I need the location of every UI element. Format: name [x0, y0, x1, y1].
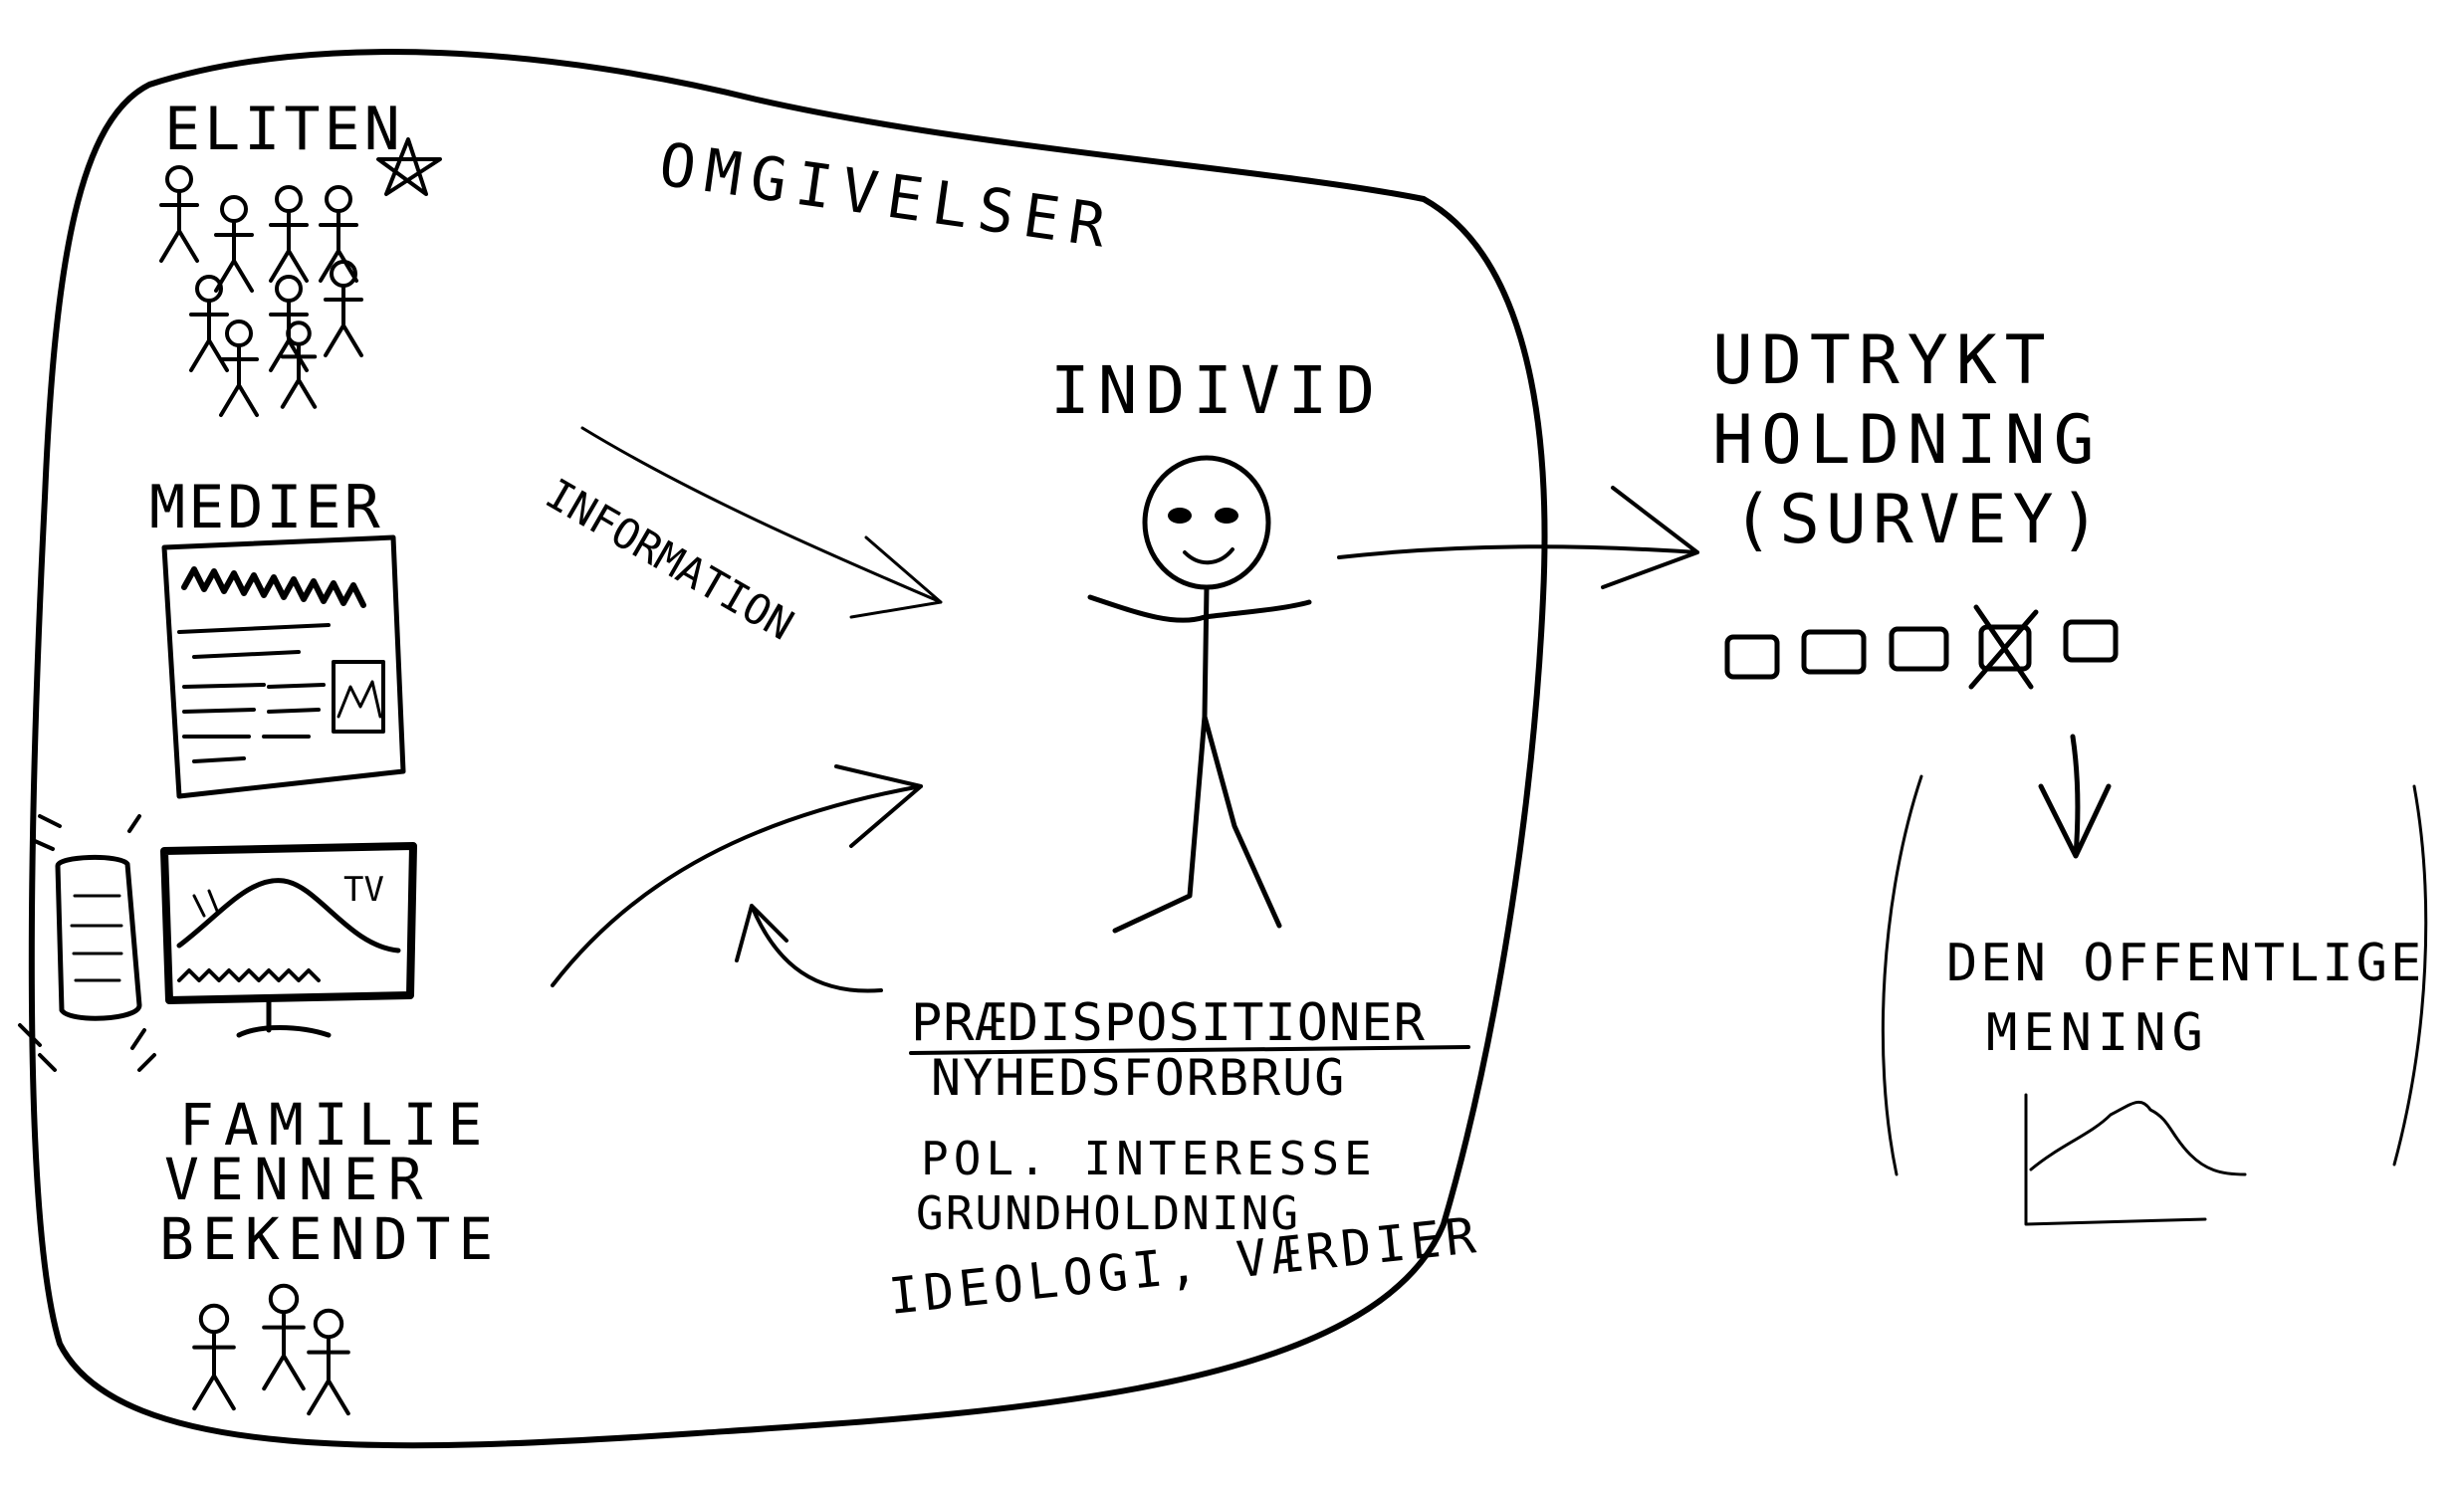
predispositions-title: PRÆDISPOSITIONER	[911, 993, 1426, 1053]
public-opinion-bracket-right	[2392, 784, 2428, 1167]
output-arrow	[1337, 486, 1699, 589]
surroundings-boundary	[28, 49, 1548, 1449]
expressed-attitude-line2: HOLDNING	[1712, 401, 2103, 480]
survey-scale	[1724, 604, 2119, 690]
crossed-checkbox-icon	[1968, 604, 2039, 690]
checkbox-icon	[2063, 619, 2119, 663]
information-label: INFORMATION	[538, 469, 801, 650]
stick-figure-icon	[324, 260, 363, 357]
media-label: MEDIER	[149, 473, 383, 542]
stick-figure-icon	[280, 320, 318, 409]
information-arrow-bottom	[551, 764, 923, 987]
stick-figure-icon	[192, 1303, 236, 1411]
star-icon	[376, 137, 442, 196]
public-opinion-line2: MENING	[1986, 1003, 2209, 1063]
checkbox-icon	[1801, 629, 1867, 675]
acquaintances-label: BEKENDTE	[159, 1205, 501, 1273]
stick-figure-icon	[319, 185, 358, 283]
feedback-arrow	[735, 904, 883, 993]
mountain-chart-icon	[2024, 1093, 2247, 1226]
family-crowd	[192, 1283, 350, 1416]
predispositions-underline	[909, 1045, 1470, 1055]
stick-figure-icon	[262, 1283, 306, 1391]
stick-figure-icon	[159, 165, 199, 263]
predisposition-basic-attitude: GRUNDHOLDNING	[916, 1186, 1300, 1240]
public-opinion-bracket-left	[1881, 774, 1923, 1176]
predisposition-interest: POL. INTERESSE	[921, 1132, 1377, 1185]
expressed-attitude-line1: UDTRYKT	[1712, 321, 2054, 400]
stick-figure-icon	[214, 195, 254, 293]
down-arrow	[2038, 734, 2112, 859]
predisposition-news: NYHEDSFORBRUG	[931, 1049, 1346, 1107]
public-opinion-line1: DEN OFFENTLIGE	[1946, 934, 2424, 993]
checkbox-icon	[1724, 634, 1780, 680]
expressed-attitude-line3: (SURVEY)	[1732, 481, 2107, 559]
elite-label: ELITEN	[164, 95, 404, 164]
elite-crowd	[159, 165, 363, 417]
stick-figure-icon	[269, 185, 309, 283]
friends-label: VENNER	[164, 1146, 433, 1213]
information-arrow-top	[580, 426, 943, 619]
individual-label: INDIVID	[1050, 352, 1383, 429]
tv-icon: TV	[160, 842, 417, 1038]
family-label: FAMILIE	[179, 1091, 492, 1159]
stick-figure-icon	[307, 1308, 350, 1416]
stick-figure-icon	[189, 275, 229, 372]
phone-icon	[18, 814, 156, 1072]
individual-figure	[1087, 455, 1312, 934]
newspaper-icon	[161, 534, 406, 799]
tv-label: TV	[343, 870, 384, 910]
checkbox-icon	[1889, 626, 1949, 672]
stick-figure-icon	[219, 319, 259, 417]
